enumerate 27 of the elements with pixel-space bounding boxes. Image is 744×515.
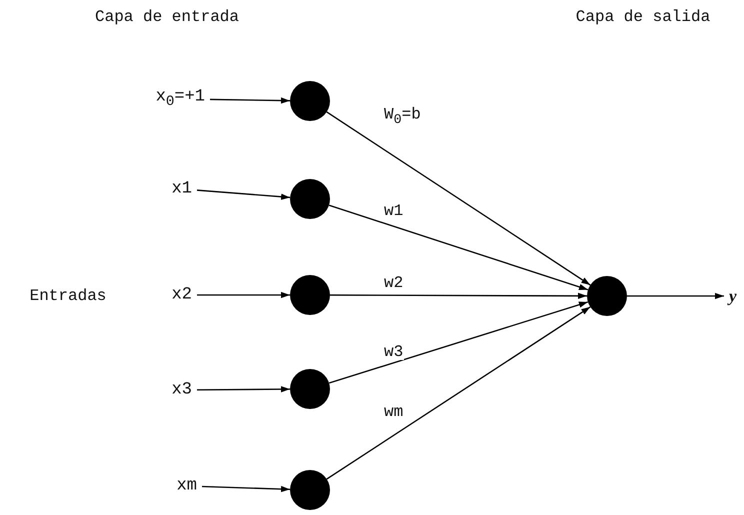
arrow — [197, 386, 290, 392]
arrow — [627, 292, 724, 300]
arrow — [197, 292, 290, 298]
input-label: x3 — [172, 382, 192, 398]
neuron-circle — [290, 275, 330, 315]
output-label: y — [729, 288, 737, 304]
neuron-circle — [290, 470, 330, 510]
neuron-circle — [290, 369, 330, 409]
inputs-label: Entradas — [30, 288, 106, 304]
neuron-circle — [290, 179, 330, 219]
arrow — [328, 204, 588, 290]
input-label: x2 — [172, 286, 192, 304]
arrow — [210, 97, 290, 104]
weight-label: w3 — [383, 344, 404, 360]
arrow — [328, 301, 588, 384]
input-label: x$_{0}$=+1 — [156, 88, 205, 110]
input-label: xm — [176, 478, 197, 494]
arrow — [202, 486, 290, 492]
input-label: x1 — [172, 180, 192, 198]
layer-heading: Capa de salida — [576, 9, 710, 25]
arrow — [326, 306, 591, 480]
neuron-circle — [290, 81, 330, 121]
arrow — [330, 292, 587, 300]
neuron-circle — [587, 276, 627, 316]
layer-heading: Capa de entrada — [94, 9, 240, 25]
arrow — [196, 190, 290, 200]
arrow — [326, 111, 591, 286]
